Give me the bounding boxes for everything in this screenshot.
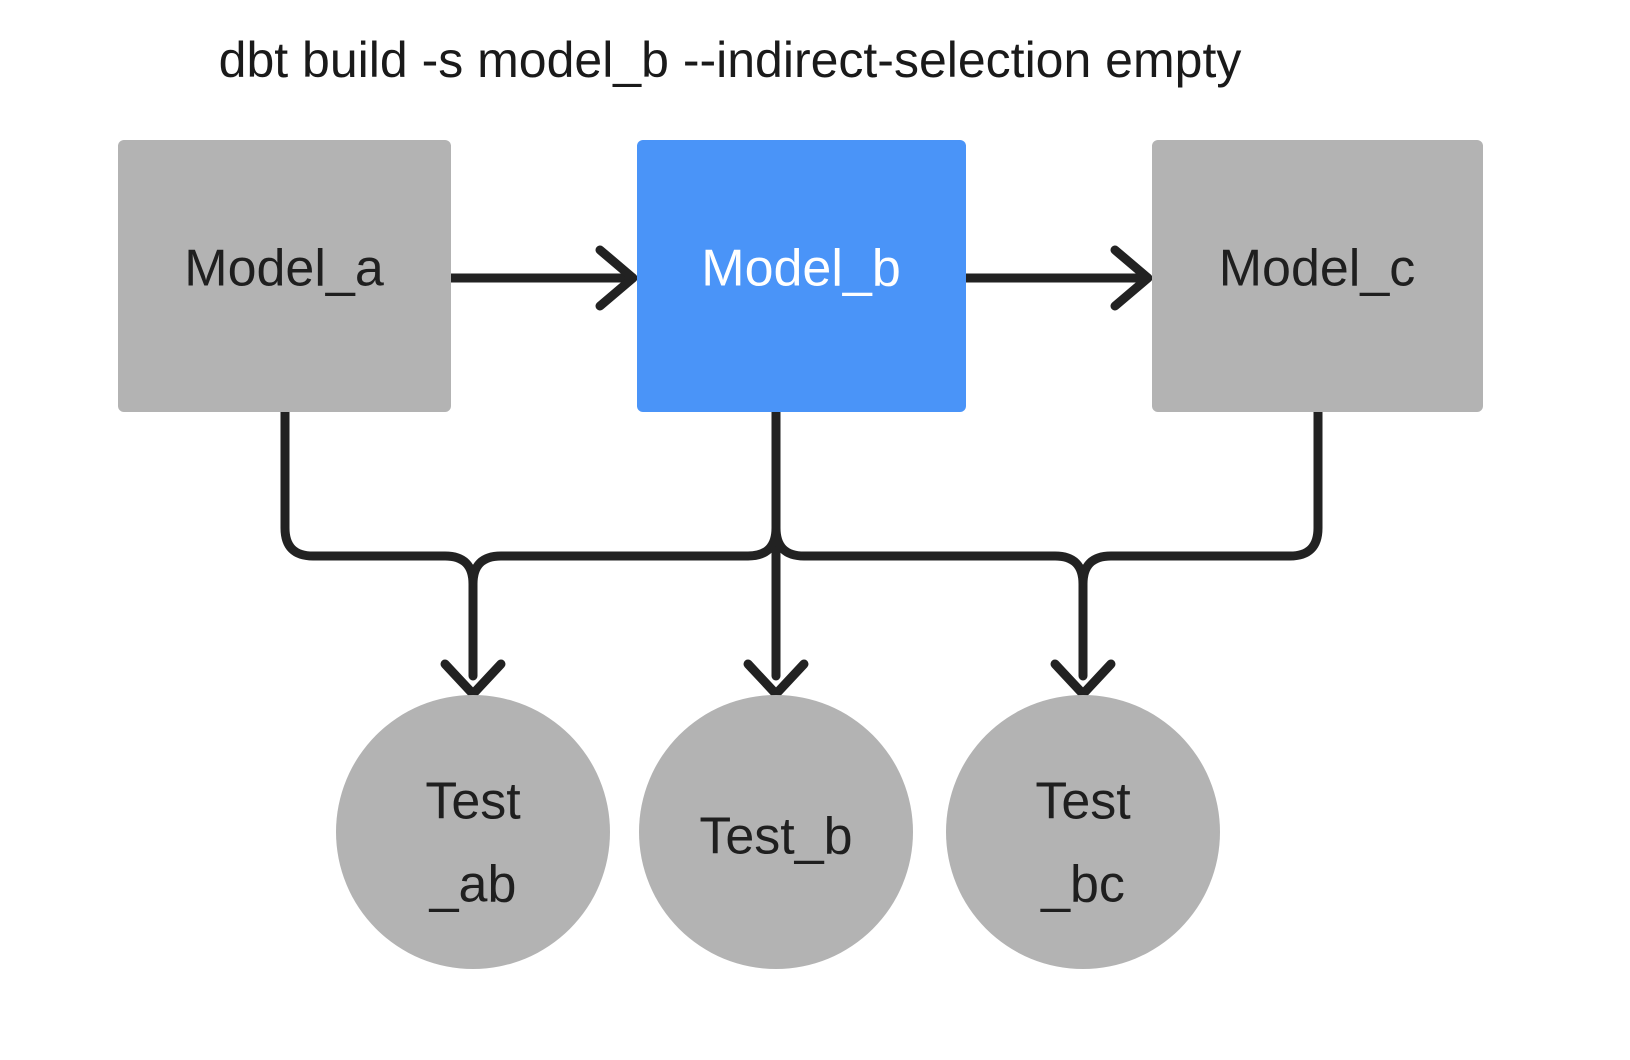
node-model-c-shape[interactable]	[1152, 140, 1483, 412]
node-test-bc-label-line1: Test	[1035, 773, 1131, 831]
edge-model-b-to-test-bc	[771, 407, 1088, 681]
arrowhead-test-bc	[1050, 659, 1116, 699]
diagram-title: dbt build -s model_b --indirect-selectio…	[219, 32, 1242, 88]
node-test-bc-label-line2: _bc	[1040, 856, 1125, 914]
node-test-bc-shape[interactable]	[946, 695, 1220, 969]
edge-model-a-to-test-ab	[280, 407, 478, 681]
node-test-b-shape[interactable]	[639, 695, 913, 969]
node-model-a[interactable]: Model_a	[118, 140, 451, 412]
node-model-a-label: Model_a	[184, 240, 384, 298]
node-test-b[interactable]: Test_b	[639, 695, 913, 969]
node-model-c[interactable]: Model_c	[1152, 140, 1483, 412]
node-model-a-shape[interactable]	[118, 140, 451, 412]
edge-layer	[280, 245, 1323, 699]
node-test-ab-label-line2: _ab	[429, 856, 517, 914]
node-model-b-shape[interactable]	[637, 140, 966, 412]
node-model-b[interactable]: Model_b	[637, 140, 966, 412]
node-test-bc[interactable]: Test _bc	[946, 695, 1220, 969]
edge-model-a-to-model-b	[446, 245, 638, 311]
edge-model-c-to-test-bc	[1078, 407, 1323, 589]
node-model-b-label: Model_b	[701, 240, 900, 298]
node-test-ab-shape[interactable]	[336, 695, 610, 969]
node-test-ab-label-line1: Test	[425, 773, 521, 831]
node-model-c-label: Model_c	[1219, 240, 1416, 298]
arrowhead-test-ab	[440, 659, 506, 699]
edge-model-b-to-test-ab	[468, 407, 781, 589]
edge-model-b-to-model-c	[961, 245, 1153, 311]
node-test-b-label-line1: Test_b	[699, 808, 852, 866]
node-test-ab[interactable]: Test _ab	[336, 695, 610, 969]
